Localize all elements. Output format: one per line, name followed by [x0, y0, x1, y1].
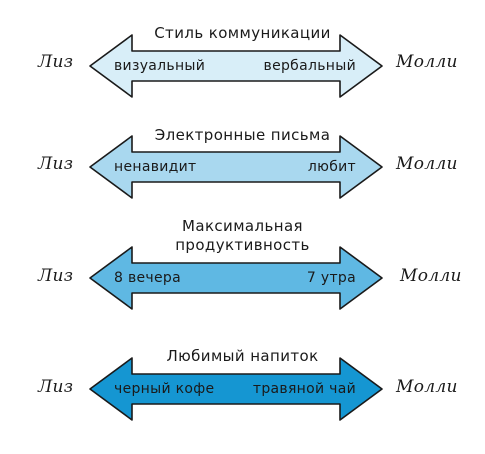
right-name: Молли	[396, 154, 458, 174]
row-title-communication-style: Стиль коммуникации	[154, 24, 331, 42]
row-title-peak-productivity: Максимальная продуктивность	[0, 217, 485, 255]
row-title-favorite-drink: Любимый напиток	[166, 347, 319, 365]
left-name: Лиз	[38, 266, 74, 286]
right-name: Молли	[396, 377, 458, 397]
double-arrow: ненавидит любит	[88, 134, 384, 200]
double-arrow: 8 вечера 7 утра	[88, 245, 384, 311]
right-label: 7 утра	[306, 270, 356, 286]
left-name: Лиз	[38, 377, 74, 397]
right-label: травяной чай	[252, 381, 356, 397]
left-label: ненавидит	[114, 159, 197, 175]
left-name: Лиз	[38, 52, 74, 72]
right-name: Молли	[396, 52, 458, 72]
left-label: черный кофе	[114, 381, 215, 397]
double-arrow-shape	[89, 34, 383, 98]
right-name: Молли	[400, 266, 462, 286]
double-arrow-shape	[89, 135, 383, 199]
double-arrow-shape	[89, 357, 383, 421]
left-label: 8 вечера	[114, 270, 181, 286]
left-name: Лиз	[38, 154, 74, 174]
right-label: любит	[307, 159, 356, 175]
right-label: вербальный	[263, 58, 356, 74]
row-title-emails: Электронные письма	[154, 126, 331, 144]
left-label: визуальный	[114, 58, 206, 74]
double-arrow: черный кофе травяной чай	[88, 356, 384, 422]
double-arrow: визуальный вербальный	[88, 33, 384, 99]
double-arrow-shape	[89, 246, 383, 310]
row-title-text: Максимальная продуктивность	[175, 217, 310, 254]
